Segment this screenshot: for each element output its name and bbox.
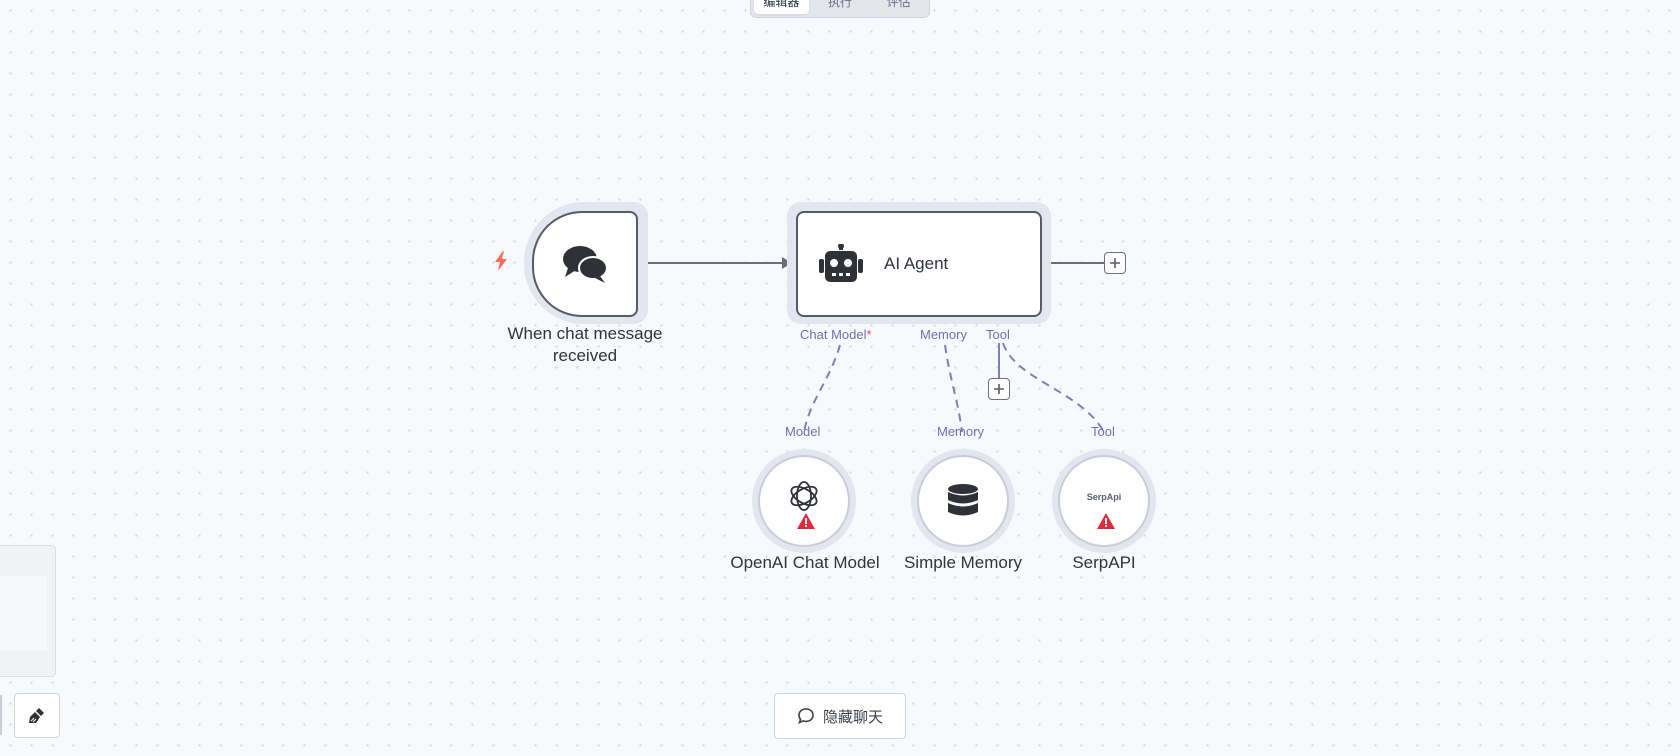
openai-logo-icon [790, 481, 818, 511]
tab-evaluations[interactable]: 评估 [886, 0, 911, 9]
warning-icon [797, 513, 815, 529]
chat-bubble-icon [798, 708, 814, 724]
chat-trigger-node[interactable] [532, 211, 638, 317]
database-icon [948, 484, 978, 516]
side-panel [0, 545, 56, 677]
serpapi-logo-icon: SerpApi [1086, 492, 1122, 502]
tool-connection [1002, 342, 1105, 433]
serpapi-node[interactable]: SerpApi [1058, 455, 1150, 547]
view-tabs: 编辑器 执行 评估 [750, 0, 930, 18]
memory-node-port-label: Memory [937, 424, 984, 439]
plus-icon [994, 384, 1004, 394]
memory-node-label: Simple Memory [903, 553, 1023, 572]
clear-execution-button[interactable] [14, 693, 60, 738]
tab-editor[interactable]: 编辑器 [754, 0, 809, 14]
toolbar-divider [0, 695, 2, 735]
serpapi-port-label: Tool [1091, 424, 1115, 439]
trigger-node-label: When chat message received [507, 324, 663, 365]
plus-icon [1110, 258, 1120, 268]
chat-model-port-text: Chat Model [800, 327, 867, 342]
add-node-button[interactable] [1104, 252, 1126, 274]
robot-icon [819, 244, 863, 282]
hide-chat-label: 隐藏聊天 [822, 708, 883, 726]
warning-icon [1097, 513, 1115, 529]
openai-port-label: Model [785, 424, 821, 439]
trigger-bolt-icon [495, 251, 507, 271]
memory-connection [944, 344, 963, 433]
chat-bubbles-icon [563, 246, 608, 283]
memory-port-label: Memory [920, 327, 967, 342]
required-marker: * [866, 327, 872, 342]
add-tool-button[interactable] [988, 378, 1010, 400]
openai-node-label: OpenAI Chat Model [730, 553, 880, 572]
model-connection [803, 344, 841, 433]
hide-chat-button[interactable]: 隐藏聊天 [774, 693, 906, 739]
chat-model-port-label: Chat Model* [800, 327, 872, 342]
serpapi-node-label: SerpAPI [1072, 553, 1136, 572]
simple-memory-node[interactable] [917, 455, 1009, 547]
tool-port-label: Tool [986, 327, 1010, 342]
agent-node-title: AI Agent [884, 254, 949, 273]
broom-icon [29, 707, 44, 723]
tab-executions[interactable]: 执行 [828, 0, 853, 9]
ai-agent-node[interactable]: AI Agent [796, 211, 1042, 317]
side-panel-content [0, 576, 47, 650]
openai-chat-model-node[interactable] [758, 455, 850, 547]
